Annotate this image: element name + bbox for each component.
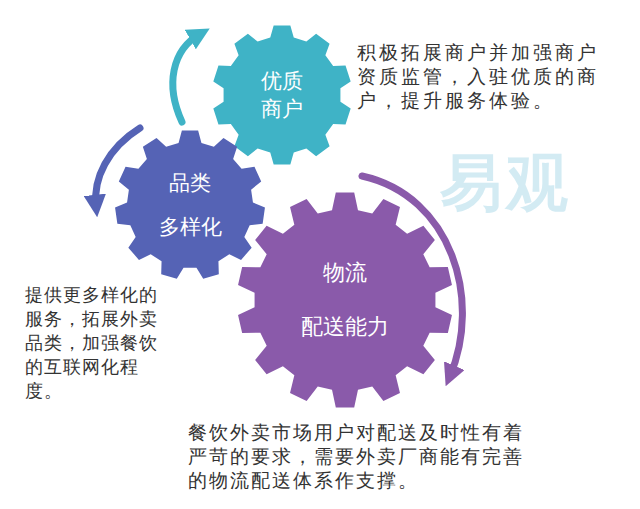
gear-node: 优质 商户: [212, 25, 352, 165]
description-text: 提供更多样化的服务，拓展外卖品类，加强餐饮的互联网化程度。: [25, 283, 165, 403]
gear-text-holder: 物流 配送能力: [237, 192, 453, 408]
description-text: 餐饮外卖市场用户对配送及时性有着严苛的要求，需要外卖厂商能有完善的物流配送体系作…: [188, 420, 533, 492]
gear-node: 物流 配送能力: [237, 192, 453, 408]
gear-shape: [115, 130, 265, 280]
gear-outline: [213, 25, 350, 164]
gear-outline: [115, 130, 265, 278]
gear-label: 物流 配送能力: [301, 246, 389, 354]
gear-outline: [238, 192, 452, 407]
gear-node: 品类 多样化: [115, 130, 265, 280]
gear-text-holder: 优质 商户: [212, 25, 352, 165]
gear-label: 优质 商户: [261, 67, 303, 123]
rotation-arrow: [173, 34, 200, 122]
gear-text-holder: 品类 多样化: [115, 130, 265, 280]
description-text: 积极拓展商户并加强商户资质监管，入驻优质的商户，提升服务体验。: [357, 40, 607, 112]
gear-label: 品类 多样化: [159, 161, 222, 249]
gear-shape: [212, 25, 352, 165]
watermark: 易观: [440, 148, 600, 218]
gear-shape: [237, 192, 453, 408]
